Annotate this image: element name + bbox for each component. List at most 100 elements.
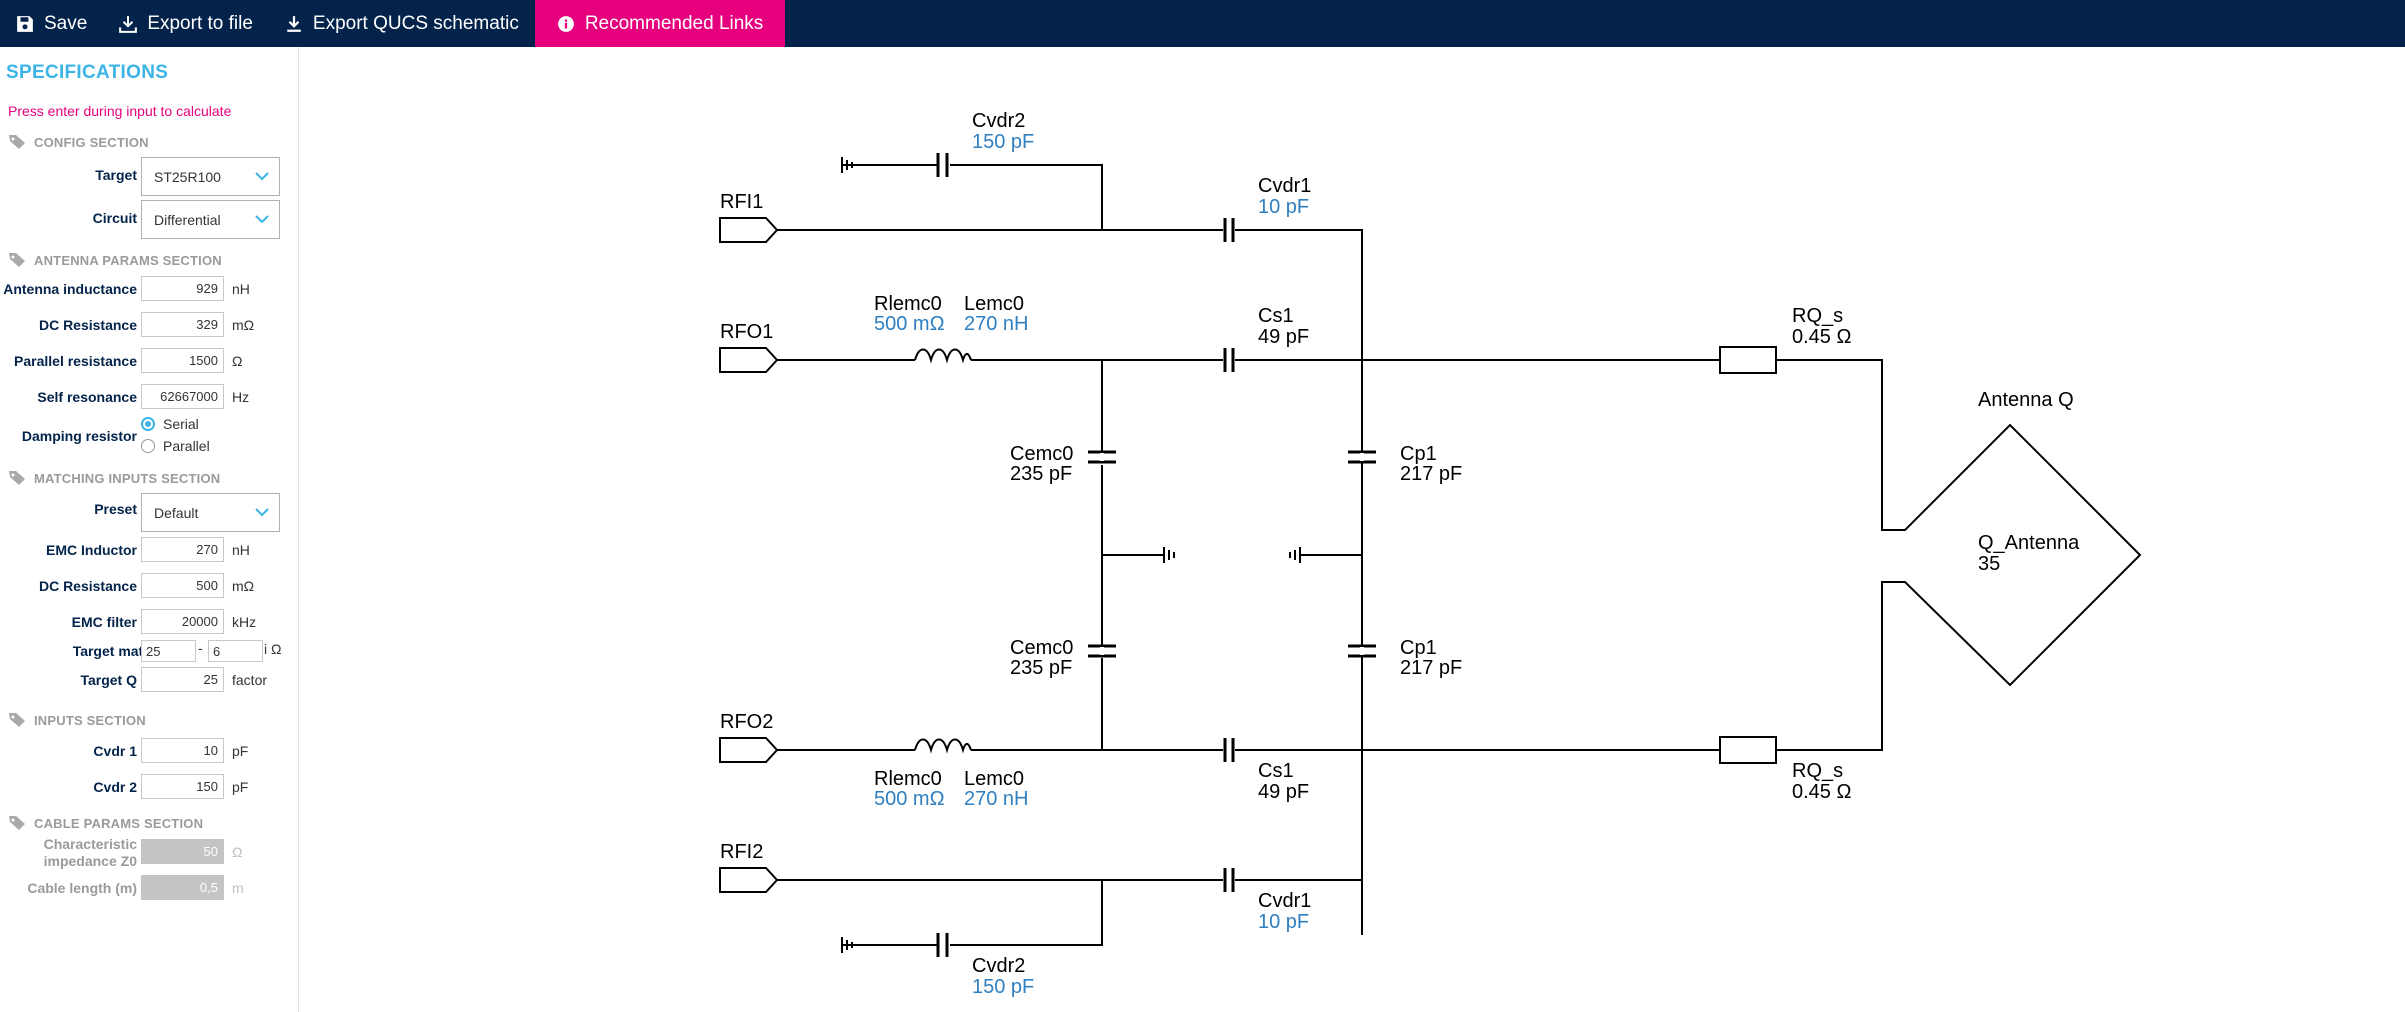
port-rfi1 xyxy=(719,217,779,243)
cvdr1-bottom-value: 10 pF xyxy=(1258,911,1309,933)
target-q-label: Target Q xyxy=(80,672,137,688)
characteristic-impedance-label: Characteristic impedance Z0 xyxy=(43,836,137,869)
emc-filter-unit: kHz xyxy=(232,614,257,630)
capacitor-cs1-bottom xyxy=(1223,738,1235,762)
cs1-bottom-name: Cs1 xyxy=(1258,760,1294,782)
cable-length-input xyxy=(141,875,224,900)
damping-parallel-radio[interactable]: Parallel xyxy=(141,438,210,454)
emc-inductor-unit: nH xyxy=(232,542,250,558)
self-resonance-label: Self resonance xyxy=(37,389,137,405)
antenna-q-value: 35 xyxy=(1978,553,2000,575)
wire-cvdr1-column xyxy=(1235,229,1363,935)
label-rfo1: RFO1 xyxy=(720,321,773,343)
damping-serial-radio[interactable]: Serial xyxy=(141,416,199,432)
rlemc-bottom-name: Rlemc0 xyxy=(874,768,942,790)
chevron-down-icon xyxy=(255,508,269,517)
cemc-bottom-value: 235 pF xyxy=(1010,657,1072,679)
rqs-top-name: RQ_s xyxy=(1792,305,1843,327)
resistor-rqs-bottom xyxy=(1719,736,1777,764)
cvdr2-top-name: Cvdr2 xyxy=(972,110,1025,132)
matching-section-heading: MATCHING INPUTS SECTION xyxy=(8,470,220,486)
characteristic-impedance-unit: Ω xyxy=(232,844,243,860)
target-select[interactable]: ST25R100 xyxy=(141,157,280,196)
recommended-links-label: Recommended Links xyxy=(584,12,764,34)
parallel-resistance-unit: Ω xyxy=(232,353,243,369)
tag-icon xyxy=(9,713,25,727)
cemc-bottom-name: Cemc0 xyxy=(1010,637,1073,659)
antenna-inductance-unit: nH xyxy=(232,281,250,297)
chevron-down-icon xyxy=(255,215,269,224)
download-icon xyxy=(119,15,138,33)
characteristic-impedance-input xyxy=(141,839,224,864)
info-circle-icon xyxy=(557,15,574,32)
calculate-hint: Press enter during input to calculate xyxy=(8,103,232,119)
label-rfi2: RFI2 xyxy=(720,841,763,863)
tag-icon xyxy=(9,471,25,485)
tag-icon xyxy=(9,253,25,267)
antenna-section-heading: ANTENNA PARAMS SECTION xyxy=(8,252,222,268)
tag-icon xyxy=(9,816,25,830)
cvdr2-unit: pF xyxy=(232,779,249,795)
cp1-top-value: 217 pF xyxy=(1400,463,1462,485)
cvdr2-input[interactable] xyxy=(141,774,224,799)
cvdr1-top-value: 10 pF xyxy=(1258,196,1309,218)
circuit-select[interactable]: Differential xyxy=(141,200,280,239)
target-q-unit: factor xyxy=(232,672,268,688)
export-qucs-label: Export QUCS schematic xyxy=(312,12,519,34)
export-qucs-button[interactable]: Export QUCS schematic xyxy=(269,0,535,47)
save-label: Save xyxy=(44,12,88,34)
cvdr2-bottom-name: Cvdr2 xyxy=(972,955,1025,977)
antenna-dc-resistance-input[interactable] xyxy=(141,312,224,337)
ground-icon xyxy=(841,157,853,173)
inputs-section-heading: INPUTS SECTION xyxy=(8,712,146,728)
floppy-disk-icon xyxy=(17,15,33,32)
self-resonance-input[interactable] xyxy=(141,384,224,409)
cs1-top-name: Cs1 xyxy=(1258,305,1294,327)
antenna-name: Q_Antenna xyxy=(1978,532,2080,554)
emc-filter-label: EMC filter xyxy=(71,614,137,630)
capacitor-cs1-top xyxy=(1223,348,1235,372)
recommended-links-button[interactable]: Recommended Links xyxy=(534,0,786,47)
target-z-imag-input[interactable] xyxy=(208,640,263,662)
parallel-resistance-input[interactable] xyxy=(141,348,224,373)
matching-dc-resistance-input[interactable] xyxy=(141,573,224,598)
capacitor-cvdr2-bottom xyxy=(936,933,949,957)
port-rfi2 xyxy=(719,867,779,893)
capacitor-cp1-bottom xyxy=(1348,644,1376,658)
antenna-dc-resistance-unit: mΩ xyxy=(232,317,255,333)
cvdr1-top-name: Cvdr1 xyxy=(1258,175,1311,197)
rlemc-top-name: Rlemc0 xyxy=(874,293,942,315)
export-to-file-button[interactable]: Export to file xyxy=(103,0,269,47)
resistor-rqs-top xyxy=(1719,346,1777,374)
lemc-bottom-value: 270 nH xyxy=(964,788,1029,810)
cvdr2-bottom-value: 150 pF xyxy=(972,976,1034,998)
cvdr1-input[interactable] xyxy=(141,738,224,763)
cvdr1-label: Cvdr 1 xyxy=(93,743,137,759)
cable-length-label: Cable length (m) xyxy=(27,880,137,896)
chevron-down-icon xyxy=(255,172,269,181)
label-rfi1: RFI1 xyxy=(720,191,763,213)
cvdr2-top-value: 150 pF xyxy=(972,131,1034,153)
capacitor-cemc-bottom xyxy=(1088,644,1116,658)
ground-icon xyxy=(1163,547,1175,563)
config-section-heading: CONFIG SECTION xyxy=(8,134,149,150)
target-z-real-input[interactable] xyxy=(141,640,196,662)
antenna-title: Antenna Q xyxy=(1978,389,2074,411)
cable-length-unit: m xyxy=(232,880,244,896)
emc-filter-input[interactable] xyxy=(141,609,224,634)
capacitor-cp1-top xyxy=(1348,450,1376,464)
antenna-inductance-input[interactable] xyxy=(141,276,224,301)
target-q-input[interactable] xyxy=(141,667,224,692)
antenna-dc-resistance-label: DC Resistance xyxy=(38,317,137,333)
cp1-bottom-name: Cp1 xyxy=(1400,637,1437,659)
matching-dc-resistance-label: DC Resistance xyxy=(38,578,137,594)
target-z-separator: - xyxy=(198,640,203,656)
matching-dc-resistance-unit: mΩ xyxy=(232,578,255,594)
lemc-top-name: Lemc0 xyxy=(964,293,1024,315)
matching-circuit-schematic: RFI1 RFO1 RFO2 RFI2 Cvdr2 150 pF Cvdr1 1… xyxy=(719,110,2142,998)
cp1-bottom-value: 217 pF xyxy=(1400,657,1462,679)
port-rfo1 xyxy=(719,347,779,373)
save-button[interactable]: Save xyxy=(0,0,103,47)
preset-select[interactable]: Default xyxy=(141,493,280,532)
emc-inductor-input[interactable] xyxy=(141,537,224,562)
